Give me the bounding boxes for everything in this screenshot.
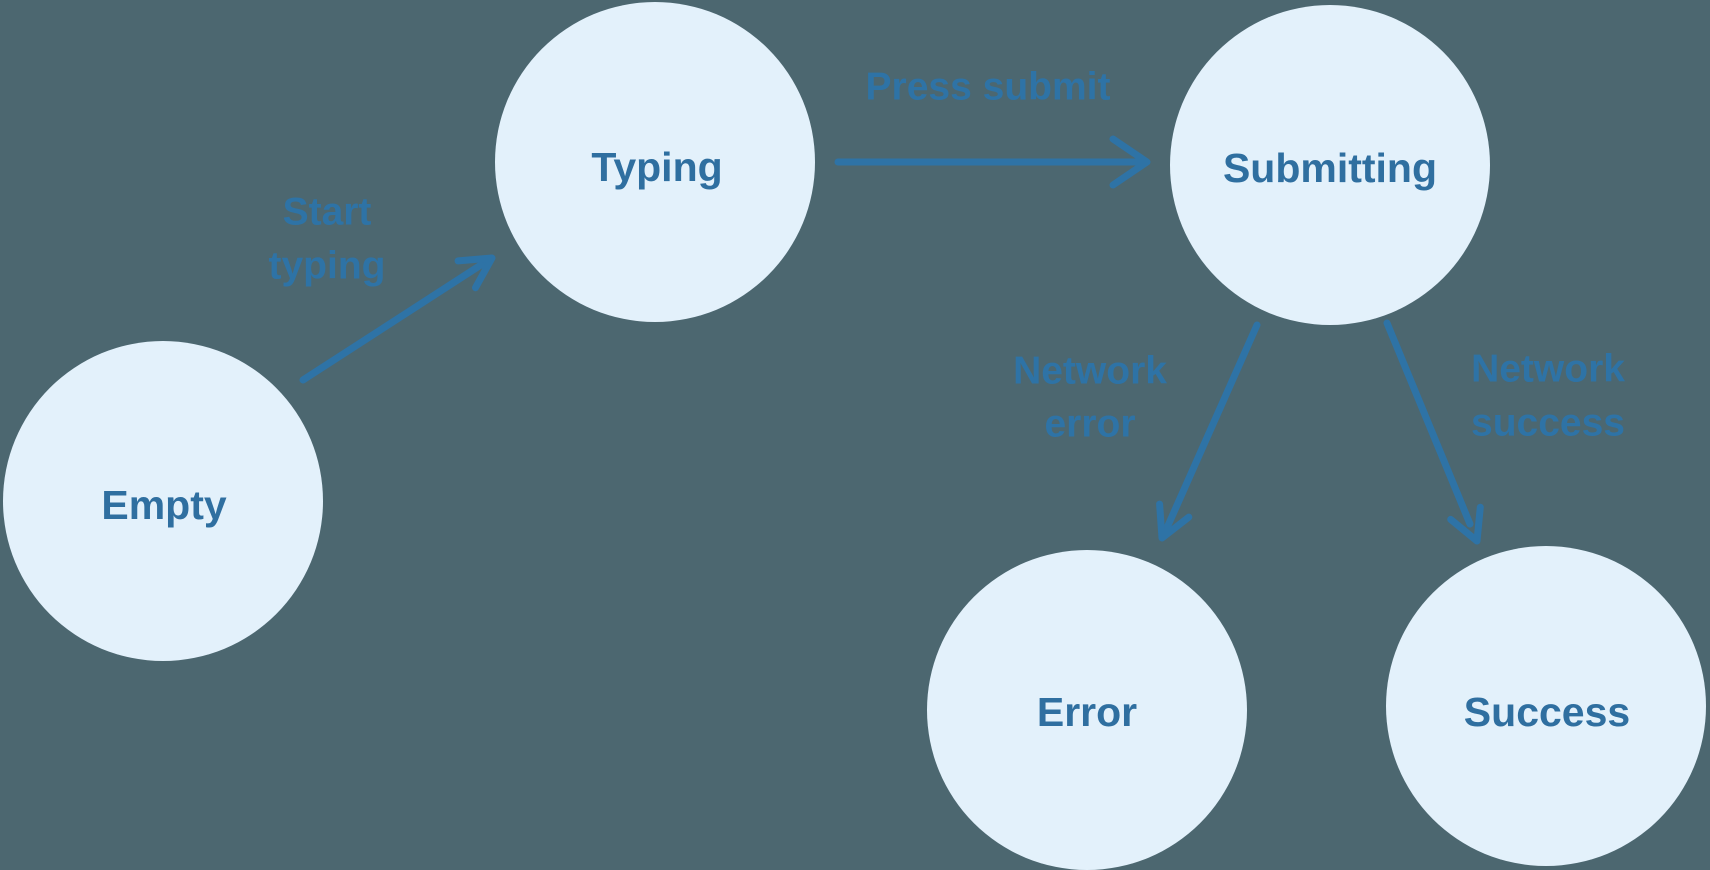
state-node-typing: Typing bbox=[495, 2, 815, 322]
state-node-error: Error bbox=[927, 550, 1247, 870]
edge-label-network-success-line1: Network bbox=[1471, 348, 1625, 391]
edge-arrowhead-icon bbox=[1109, 135, 1151, 189]
state-circle-empty bbox=[3, 341, 323, 661]
edge-label-start-typing-line2: typing bbox=[269, 245, 386, 288]
state-node-success: Success bbox=[1386, 546, 1706, 866]
state-label-empty: Empty bbox=[101, 482, 227, 528]
edge-label-start-typing-line1: Start bbox=[283, 191, 372, 234]
state-circle-submitting bbox=[1170, 5, 1490, 325]
edge-network-error: Network error bbox=[1013, 321, 1261, 542]
state-label-submitting: Submitting bbox=[1223, 145, 1437, 191]
edge-start-typing: Start typing bbox=[269, 191, 496, 384]
state-label-success: Success bbox=[1464, 689, 1630, 735]
state-label-error: Error bbox=[1037, 689, 1137, 735]
edge-label-press-submit: Press submit bbox=[866, 66, 1111, 109]
state-circle-error bbox=[927, 550, 1247, 870]
edge-label-network-success-line2: success bbox=[1471, 402, 1625, 445]
edge-arrowhead-icon bbox=[454, 254, 496, 292]
state-label-typing: Typing bbox=[591, 144, 722, 190]
edge-arrow-shaft bbox=[1383, 319, 1474, 528]
edge-arrow-shaft bbox=[299, 257, 491, 384]
state-node-submitting: Submitting bbox=[1170, 5, 1490, 325]
edge-arrowhead-icon bbox=[1447, 503, 1484, 545]
state-circle-success bbox=[1386, 546, 1706, 866]
edge-network-success: Network success bbox=[1383, 319, 1625, 545]
edge-press-submit: Press submit bbox=[834, 66, 1151, 189]
state-circle-typing bbox=[495, 2, 815, 322]
edge-label-network-error-line2: error bbox=[1044, 403, 1135, 446]
edge-label-network-error-line1: Network bbox=[1013, 350, 1167, 393]
edge-arrow-shaft bbox=[1162, 321, 1261, 534]
edge-arrowhead-icon bbox=[1156, 500, 1193, 542]
state-node-empty: Empty bbox=[3, 341, 323, 661]
